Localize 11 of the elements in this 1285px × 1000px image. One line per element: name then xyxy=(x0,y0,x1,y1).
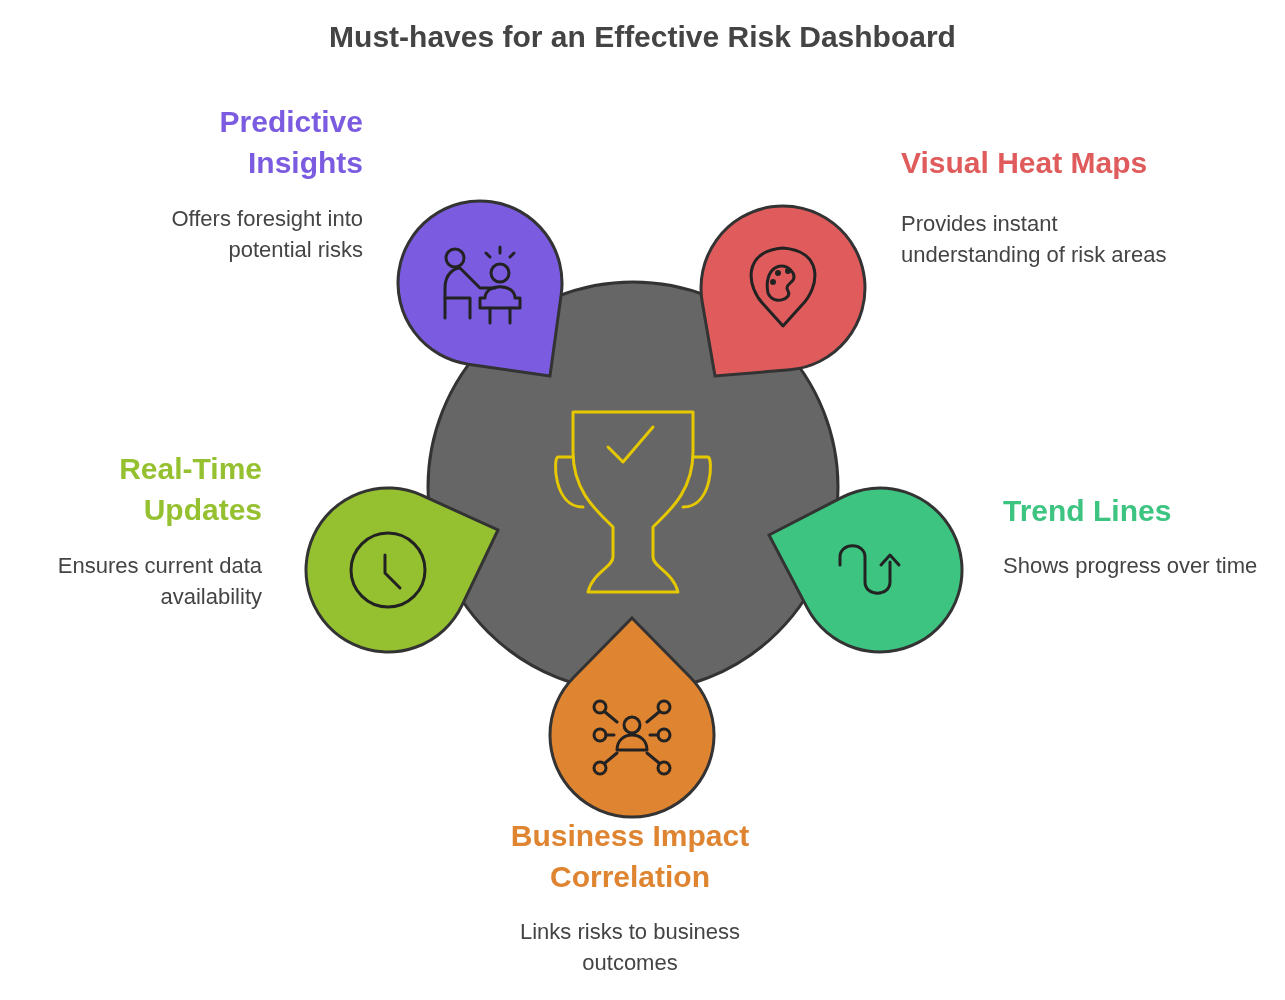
heading: Predictive Insights xyxy=(218,104,363,181)
description: Shows progress over time xyxy=(1003,552,1259,580)
description: Offers foresight into potential risks xyxy=(170,205,363,264)
description: Ensures current data availability xyxy=(56,552,262,611)
heading: Visual Heat Maps xyxy=(901,145,1149,181)
heading: Real-Time Updates xyxy=(118,451,262,528)
description: Provides instant understanding of risk areas xyxy=(901,210,1168,269)
heading: Trend Lines xyxy=(1003,493,1173,529)
description: Links risks to business outcomes xyxy=(518,918,742,977)
heading: Business Impact Correlation xyxy=(509,818,751,895)
title: Must-haves for an Effective Risk Dashboard xyxy=(328,20,957,54)
